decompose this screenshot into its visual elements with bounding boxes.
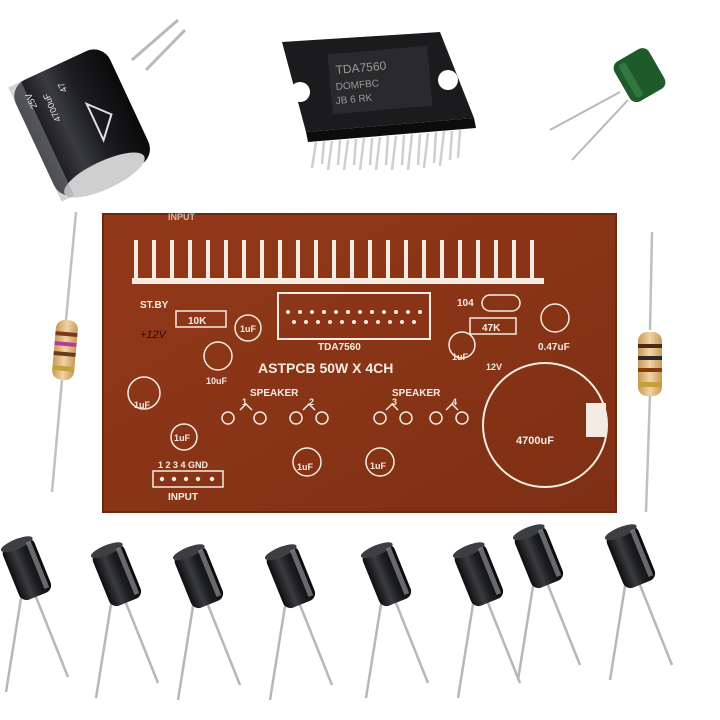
large-capacitor: 25V 4700uF 47 [8, 18, 187, 202]
resistor-right [638, 231, 662, 513]
speaker-num-1: 1 [242, 397, 247, 407]
speaker-num-3: 3 [392, 397, 397, 407]
resistor-left [50, 211, 78, 493]
c-1uf-left-label: 1uF [134, 400, 151, 410]
c-4700uf-label: 4700uF [516, 435, 554, 447]
c-1uf-lower-mid-label: 1uF [297, 462, 314, 472]
pcb-top-label: INPUT [168, 212, 196, 222]
c-1uf-lower-right-label: 1uF [370, 461, 387, 471]
c-1uf-top-label: 1uF [240, 324, 257, 334]
input-label: INPUT [168, 492, 198, 503]
pcb-board: INPUT TDA756 [102, 212, 617, 513]
speaker-num-2: 2 [309, 397, 314, 407]
speaker-label-right: SPEAKER [392, 388, 441, 399]
handwritten-note: +12V [140, 329, 168, 341]
ic-part-number: TDA7560 [335, 59, 387, 77]
heatsink-silkscreen [132, 240, 544, 284]
speaker-num-4: 4 [452, 397, 457, 407]
c-1uf-lower-left-label: 1uF [174, 433, 191, 443]
film-capacitor [549, 48, 666, 161]
ic-footprint-label: TDA7560 [318, 342, 361, 353]
c-1uf-right-label: 1uF [452, 352, 469, 362]
ic-footprint [277, 292, 431, 340]
amplifier-ic: TDA7560 DOMFBC JB 6 RK [282, 32, 476, 171]
stby-label: ST.BY [140, 300, 169, 311]
input-pin-labels: 1 2 3 4 GND [158, 460, 209, 470]
r-10k-label: 10K [188, 316, 207, 327]
r-47k-label: 47K [482, 323, 501, 334]
c-047uf-label: 0.47uF [538, 342, 570, 353]
ic-line-3: JB 6 RK [335, 93, 373, 107]
speaker-label-left: SPEAKER [250, 388, 299, 399]
c-10uf-label: 10uF [206, 376, 228, 386]
large-cap-extra: 47 [56, 81, 69, 94]
v12-label: 12V [486, 362, 502, 372]
pcb-title: ASTPCB 50W X 4CH [258, 360, 393, 376]
ic-line-2: DOMFBC [335, 78, 379, 93]
c-104-label: 104 [457, 298, 474, 309]
